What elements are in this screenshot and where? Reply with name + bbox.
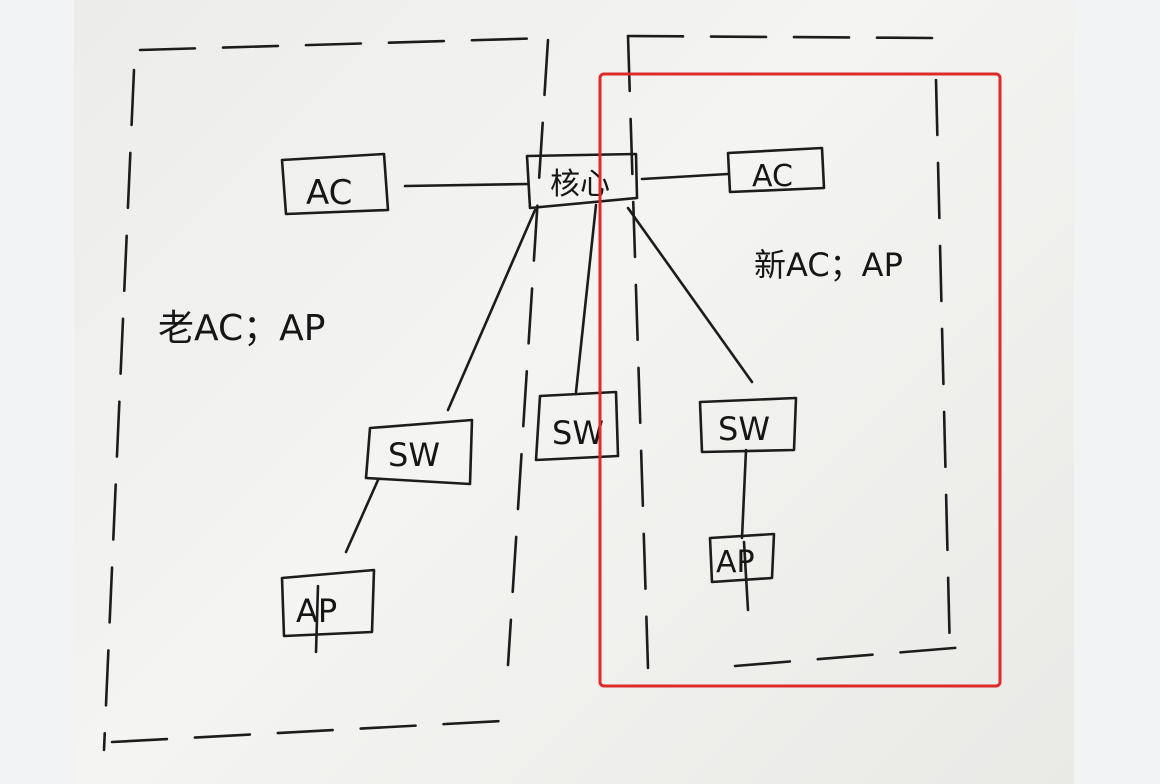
edge-core-sw-left [448,210,535,410]
edge-core-sw-right [628,208,752,382]
old-region-boundary [104,38,548,750]
edge-sw-left-ap-left [346,480,378,552]
new-region-boundary [628,36,978,668]
edge-core-sw-mid [576,205,596,392]
edge-core-old-ac [405,184,528,186]
node-old-ac: AC [282,154,388,214]
edge-core-new-ac [642,174,728,179]
node-sw-right-label: SW [718,410,770,448]
node-sw-mid: SW [536,392,618,460]
node-new-ac-label: AC [752,159,793,194]
node-old-ac-label: AC [306,173,352,213]
node-ap-right: AP [710,534,774,610]
node-sw-left-label: SW [388,436,440,474]
edges [346,174,752,552]
edge-sw-right-ap-right [742,450,746,538]
node-ap-right-label: AP [716,545,755,580]
old-region-label: 老AC；AP [158,308,325,349]
node-sw-right: SW [700,398,796,452]
highlight-box [600,74,1000,686]
node-sw-mid-label: SW [552,414,604,452]
new-region-label: 新AC；AP [754,246,903,284]
node-new-ac: AC [728,148,824,194]
node-core: 核心 [527,154,637,208]
node-sw-left: SW [366,420,472,484]
node-ap-left: AP [282,570,374,652]
node-ap-left-label: AP [296,592,337,630]
